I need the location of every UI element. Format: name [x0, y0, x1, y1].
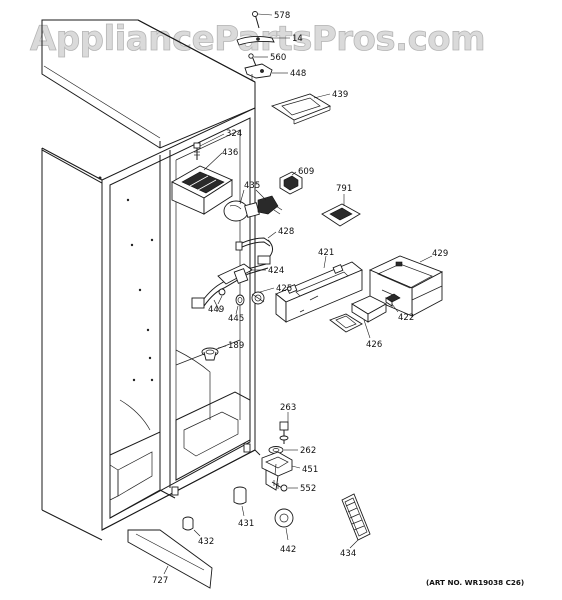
- mounting-holes: [98, 176, 154, 382]
- callout-424: 424: [268, 266, 284, 276]
- callout-451: 451: [302, 465, 318, 475]
- wire-harness-428: [235, 237, 274, 265]
- callout-262: 262: [300, 446, 316, 456]
- callout-189: 189: [228, 341, 244, 351]
- callout-442: 442: [280, 545, 296, 555]
- plug-189: [201, 347, 219, 361]
- callout-429: 429: [432, 249, 448, 259]
- module-791: [321, 203, 361, 227]
- refrigerator-cabinet: [41, 19, 261, 541]
- switch-609: [279, 171, 303, 195]
- callout-428: 428: [278, 227, 294, 237]
- callout-609: 609: [298, 167, 314, 177]
- callout-436: 436: [222, 148, 238, 158]
- control-wiring-424: [191, 263, 269, 313]
- grommet-445: [235, 294, 245, 306]
- callout-578: 578: [274, 11, 290, 21]
- callout-14: 14: [292, 34, 303, 44]
- light-housing-436: [171, 165, 233, 215]
- callout-431: 431: [238, 519, 254, 529]
- control-housing-421: [275, 261, 363, 323]
- knob-425: [251, 291, 265, 305]
- callout-552: 552: [300, 484, 316, 494]
- screw-324: [193, 142, 201, 160]
- top-hardware: [236, 11, 275, 80]
- callout-449: 449: [208, 305, 224, 315]
- callout-labels: 578 14 560 448 439 324 436 609 435 791 4…: [152, 11, 448, 586]
- kickplate-727: [127, 529, 213, 589]
- callout-560: 560: [270, 53, 286, 63]
- leveling-leg-431: [233, 486, 247, 505]
- bulb-socket-435: [223, 195, 283, 222]
- callout-791: 791: [336, 184, 352, 194]
- housing-429: [368, 255, 444, 317]
- callout-422: 422: [398, 313, 414, 323]
- frame-426: [329, 295, 387, 333]
- callout-434: 434: [340, 549, 356, 559]
- disc-442: [274, 508, 294, 528]
- callout-439: 439: [332, 90, 348, 100]
- part-422: [385, 293, 401, 307]
- leader-lines: [163, 13, 433, 575]
- light-cover-439: [270, 93, 332, 125]
- hinge-assembly: [261, 421, 293, 492]
- art-number: (ART NO. WR19038 C26): [426, 578, 524, 587]
- callout-425: 425: [276, 284, 292, 294]
- grille-434: [341, 493, 371, 541]
- roller-432: [182, 516, 194, 531]
- callout-448: 448: [290, 69, 306, 79]
- callout-435: 435: [244, 181, 260, 191]
- callout-727: 727: [152, 576, 168, 586]
- callout-426: 426: [366, 340, 382, 350]
- callout-421: 421: [318, 248, 334, 258]
- callout-263: 263: [280, 403, 296, 413]
- callout-324: 324: [226, 129, 242, 139]
- callout-445: 445: [228, 314, 244, 324]
- callout-432: 432: [198, 537, 214, 547]
